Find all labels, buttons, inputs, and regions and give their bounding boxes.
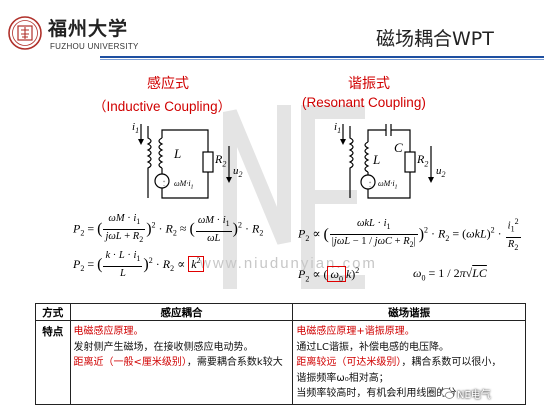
list-item: 谐振频率ω₀相对高； xyxy=(296,372,389,384)
primary-coil xyxy=(348,126,354,198)
secondary-coil xyxy=(364,141,370,173)
source-badge: NE电气 xyxy=(457,390,491,401)
comparison-table: 方式 感应耦合 磁场谐振 特点 电磁感应原理。 发射侧产生磁场，在接收侧感应电动… xyxy=(35,303,526,405)
list-item: 电磁感应原理。 xyxy=(73,326,144,337)
resonant-title-cn: 谐振式 xyxy=(348,76,390,92)
svg-text:+: + xyxy=(163,179,166,184)
resonant-frequency-formula: ω0 = 1 / 2π√LC xyxy=(413,266,487,283)
list-item: 距离近（一般<厘米级别），需要耦合系数k较大 xyxy=(73,357,283,368)
inductive-emf-label: ωM·i1 xyxy=(174,179,194,191)
slide-title: 磁场耦合WPT xyxy=(376,28,494,50)
omega0-highlight: ω0 xyxy=(327,266,346,283)
k-squared-highlight: k2 xyxy=(188,255,204,272)
resonant-i1-label: i1 xyxy=(334,121,342,136)
list-item: 发射侧产生磁场，在接收侧感应电动势。 xyxy=(73,341,254,353)
university-name: 福州大学 xyxy=(48,18,129,40)
university-english-name: FUZHOU UNIVERSITY xyxy=(50,42,139,51)
ne-watermark-logo xyxy=(223,105,365,289)
cell-inductive-features: 电磁感应原理。 发射侧产生磁场，在接收侧感应电动势。 距离近（一般<厘米级别），… xyxy=(69,320,294,405)
svg-text:−: − xyxy=(369,184,372,189)
resonant-title-en: (Resonant Coupling) xyxy=(302,95,426,110)
inductive-i1-label: i1 xyxy=(132,121,140,136)
watermark-url: www.niudunyian.com xyxy=(200,255,377,272)
header-divider xyxy=(100,56,544,58)
svg-text:+: + xyxy=(369,180,372,185)
load-resistor xyxy=(202,151,214,173)
inductive-u2-label: u2 xyxy=(233,165,243,180)
list-item: 当频率较高时，有机会利用线圈的分 xyxy=(296,388,457,399)
resonant-capacitor xyxy=(385,124,392,136)
secondary-coil xyxy=(158,137,164,169)
table-header-row: 方式 感应耦合 磁场谐振 xyxy=(35,303,526,321)
university-seal-icon xyxy=(8,16,42,50)
list-item: 电磁感应原理+谐振原理。 xyxy=(296,326,415,337)
cell-resonant-features: 电磁感应原理+谐振原理。 通过LC谐振，补偿电感的电压降。 距离较远（可达米级别… xyxy=(292,320,526,405)
slide-header: 福州大学 FUZHOU UNIVERSITY 磁场耦合WPT xyxy=(0,0,554,64)
svg-text:−: − xyxy=(163,183,166,188)
header-divider-thin xyxy=(100,58,544,60)
resonant-power-formula-1: P2 ∝ (ωkL · i1|jωL − 1 / jωC + R2|)2 · R… xyxy=(298,217,521,252)
resonant-L-label: L xyxy=(373,152,381,167)
row-label-features: 特点 xyxy=(35,320,71,405)
load-resistor xyxy=(404,151,416,173)
inductive-R2-label: R2 xyxy=(215,152,227,169)
inductive-title-en: （Inductive Coupling） xyxy=(93,99,232,114)
list-item: 通过LC谐振，补偿电感的电压降。 xyxy=(296,341,449,353)
col-header-method: 方式 xyxy=(35,303,71,321)
resonant-circuit-diagram: + − xyxy=(340,124,434,199)
resonant-u2-label: u2 xyxy=(436,165,446,180)
resonant-emf-label: ωM·i1 xyxy=(378,179,398,191)
col-header-inductive: 感应耦合 xyxy=(69,303,294,321)
table-row: 特点 电磁感应原理。 发射侧产生磁场，在接收侧感应电动势。 距离近（一般<厘米级… xyxy=(35,320,526,405)
col-header-resonant: 磁场谐振 xyxy=(292,303,526,321)
resonant-C-label: C xyxy=(394,140,403,155)
inductive-circuit-diagram: + − xyxy=(138,124,232,199)
inductive-L-label: L xyxy=(174,146,182,161)
list-item: 距离较远（可达米级别），耦合系数可以很小， xyxy=(296,357,502,368)
primary-coil xyxy=(146,126,152,198)
wechat-icon xyxy=(441,388,454,399)
inductive-title-cn: 感应式 xyxy=(147,76,189,92)
resonant-R2-label: R2 xyxy=(417,152,429,169)
